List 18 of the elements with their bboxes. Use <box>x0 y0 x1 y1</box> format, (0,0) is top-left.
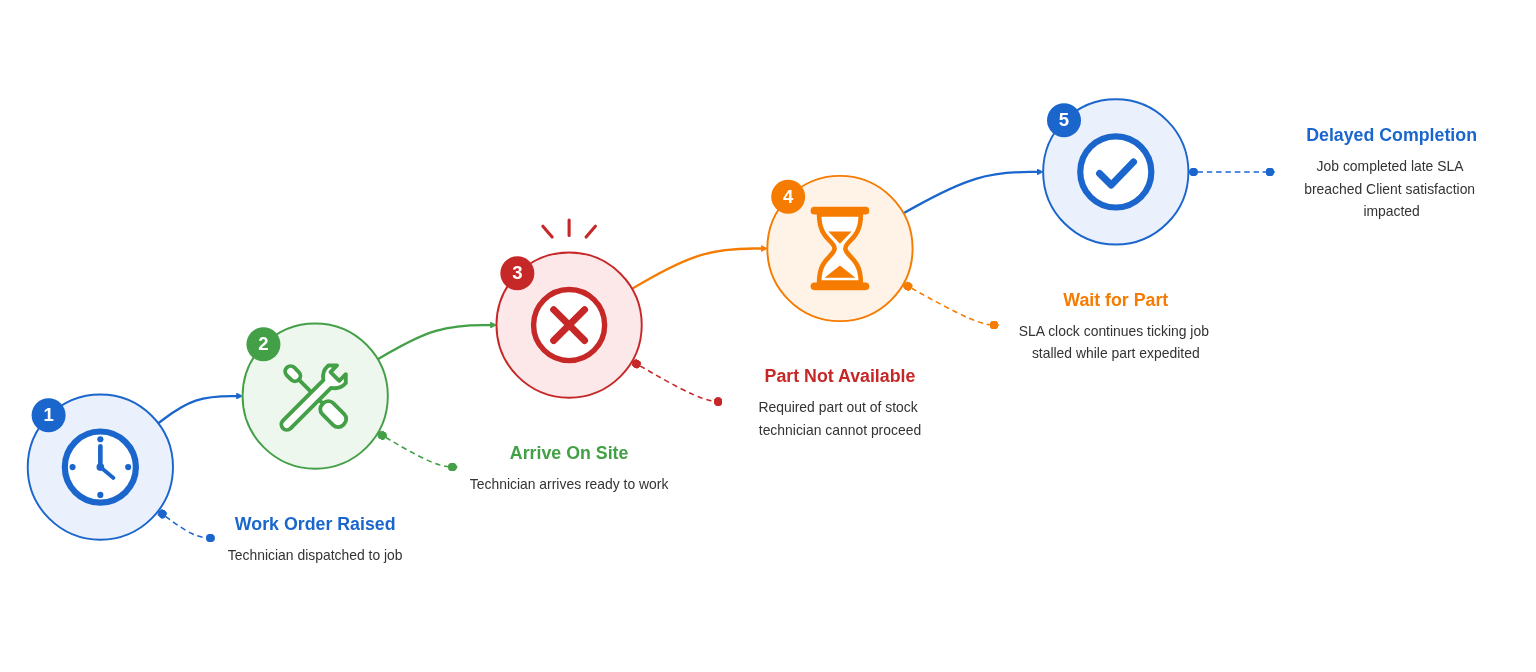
arrow <box>902 168 1044 215</box>
node-circle: 1 <box>26 393 174 541</box>
node-text: Arrive On Site Technician arrives ready to work <box>469 442 669 492</box>
node-text: Wait for Part SLA clock continues ticking job stalled while part expedited <box>1018 289 1209 361</box>
connector <box>157 509 217 543</box>
node-circle: 2 <box>241 322 389 470</box>
connector <box>902 281 1000 330</box>
arrow <box>377 321 497 361</box>
node-circle: 5 <box>1042 98 1190 246</box>
node-circle: 3 <box>495 251 643 399</box>
arrow <box>157 392 243 425</box>
node-text: Part Not Available Required part out of stock technician cannot proceed <box>758 365 922 438</box>
node-text: Delayed Completion Job completed late SLA breached Client satisfaction impacted <box>1304 125 1478 219</box>
connector <box>631 359 725 407</box>
arrow <box>631 245 768 290</box>
node-circle: 4 <box>766 174 914 323</box>
connector <box>377 430 459 472</box>
node-text: Work Order Raised Technician dispatched to job <box>227 513 403 563</box>
